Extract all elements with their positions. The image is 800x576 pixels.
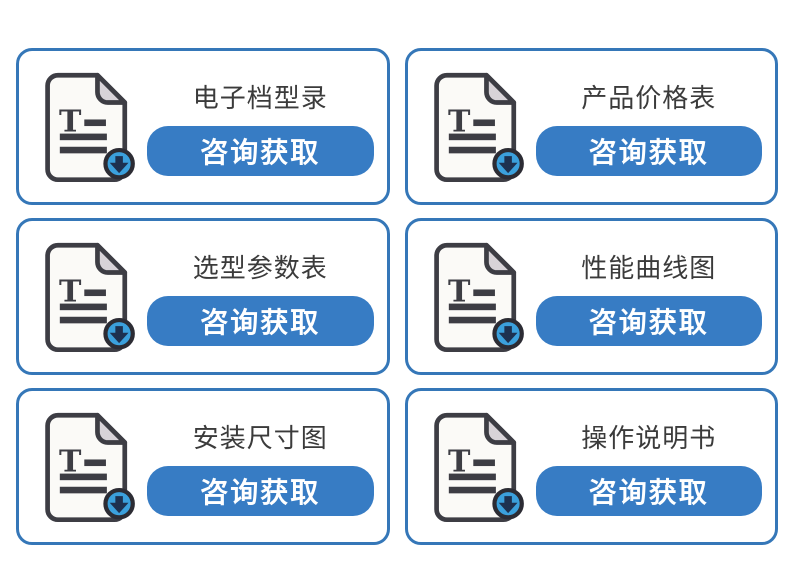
card-title: 安装尺寸图 [192,422,328,453]
card-title: 性能曲线图 [581,252,717,283]
card-content: 操作说明书 咨询获取 [530,418,762,516]
document-download-icon: T [37,239,141,355]
consult-button[interactable]: 咨询获取 [535,125,762,176]
card-operation-manual: T 操作说明书 咨询获取 [404,388,778,545]
card-catalog: T 电子档型录 咨询获取 [16,48,390,205]
document-download-icon: T [37,69,141,185]
document-download-icon: T [37,409,141,525]
card-title: 操作说明书 [581,422,717,453]
card-content: 选型参数表 咨询获取 [141,248,374,346]
card-price-list: T 产品价格表 咨询获取 [404,48,778,205]
card-selection-parameters: T 选型参数表 咨询获取 [16,218,390,375]
card-content: 产品价格表 咨询获取 [530,78,762,176]
consult-button[interactable]: 咨询获取 [147,295,374,346]
svg-text:T: T [59,444,82,479]
download-cards-grid: T 电子档型录 咨询获取 T [16,48,778,545]
card-content: 电子档型录 咨询获取 [141,78,374,176]
document-download-icon: T [426,239,530,355]
svg-text:T: T [447,104,470,139]
consult-button[interactable]: 咨询获取 [535,465,762,516]
svg-text:T: T [447,444,470,479]
consult-button[interactable]: 咨询获取 [535,295,762,346]
card-installation-dimensions: T 安装尺寸图 咨询获取 [16,388,390,545]
card-title: 产品价格表 [581,82,717,113]
document-download-icon: T [426,409,530,525]
card-content: 性能曲线图 咨询获取 [530,248,762,346]
card-title: 选型参数表 [192,252,328,283]
card-performance-curve: T 性能曲线图 咨询获取 [404,218,778,375]
svg-text:T: T [59,104,82,139]
consult-button[interactable]: 咨询获取 [147,125,374,176]
document-download-icon: T [426,69,530,185]
svg-text:T: T [447,274,470,309]
svg-text:T: T [59,274,82,309]
consult-button[interactable]: 咨询获取 [147,465,374,516]
card-title: 电子档型录 [192,82,328,113]
card-content: 安装尺寸图 咨询获取 [141,418,374,516]
